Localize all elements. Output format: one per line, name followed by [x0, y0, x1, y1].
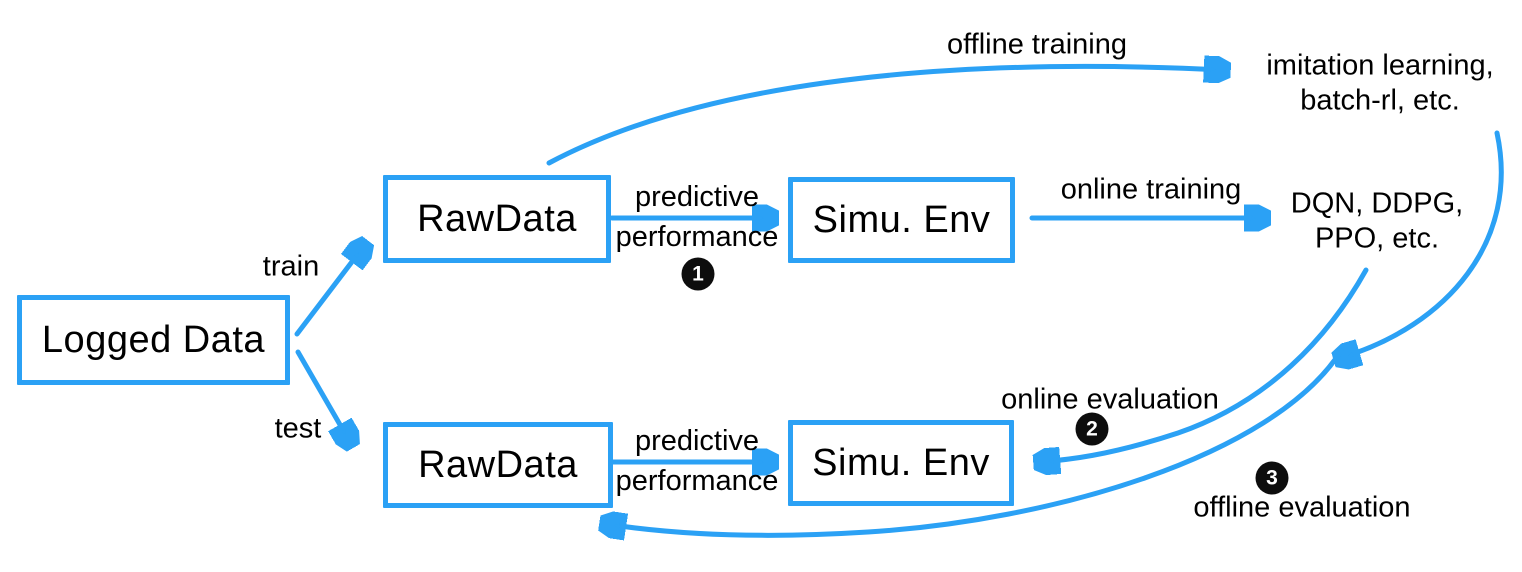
edge-offline-policies-merge-arrow	[1340, 130, 1504, 358]
online-evaluation-label: online evaluation	[1001, 383, 1219, 416]
online-policies-label: DQN, DDPG, PPO, etc.	[1291, 187, 1463, 258]
edge-online-evaluation-arrow	[1040, 267, 1369, 462]
online-policies-line1: DQN, DDPG,	[1290, 187, 1464, 220]
offline-policies-line2: batch-rl, etc.	[1300, 85, 1460, 117]
edge-test-arrow	[295, 349, 350, 442]
simu-env-train-box: Simu. Env	[788, 177, 1015, 263]
rawdata-test-label: RawData	[418, 443, 578, 486]
online-training-label: online training	[1060, 173, 1242, 206]
logged-data-label: Logged Data	[41, 318, 266, 361]
simu-env-test-box: Simu. Env	[788, 420, 1014, 506]
predictive-performance-test-label: predictive performance	[616, 421, 779, 501]
offline-policies-label: imitation learning, batch-rl, etc.	[1266, 49, 1493, 120]
offline-evaluation-label: offline evaluation	[1193, 491, 1411, 524]
simu-env-train-label: Simu. Env	[812, 198, 991, 241]
rawdata-test-box: RawData	[383, 422, 613, 508]
predictive-performance-train-label: predictive performance	[616, 177, 779, 257]
edge-train-arrow	[294, 246, 364, 337]
rawdata-train-box: RawData	[383, 175, 611, 263]
predictive-performance-test-line1: predictive	[634, 424, 760, 457]
predictive-performance-train-line1: predictive	[634, 180, 760, 213]
edge-offline-training-arrow	[546, 66, 1224, 166]
predictive-performance-test-line2: performance	[615, 465, 779, 497]
logged-data-box: Logged Data	[17, 295, 290, 385]
online-policies-line2: PPO, etc.	[1314, 223, 1440, 255]
offline-policies-line1: imitation learning,	[1266, 49, 1494, 82]
offline-training-label: offline training	[946, 28, 1128, 61]
simu-env-test-label: Simu. Env	[812, 441, 990, 484]
step-1-badge: 1	[681, 257, 715, 291]
train-edge-label: train	[262, 250, 320, 283]
edge-offline-evaluation-arrow	[606, 348, 1344, 535]
predictive-performance-train-line2: performance	[615, 221, 779, 253]
step-2-badge: 2	[1075, 412, 1109, 446]
step-3-badge: 3	[1255, 461, 1289, 495]
test-edge-label: test	[274, 412, 322, 445]
rawdata-train-label: RawData	[417, 197, 577, 240]
